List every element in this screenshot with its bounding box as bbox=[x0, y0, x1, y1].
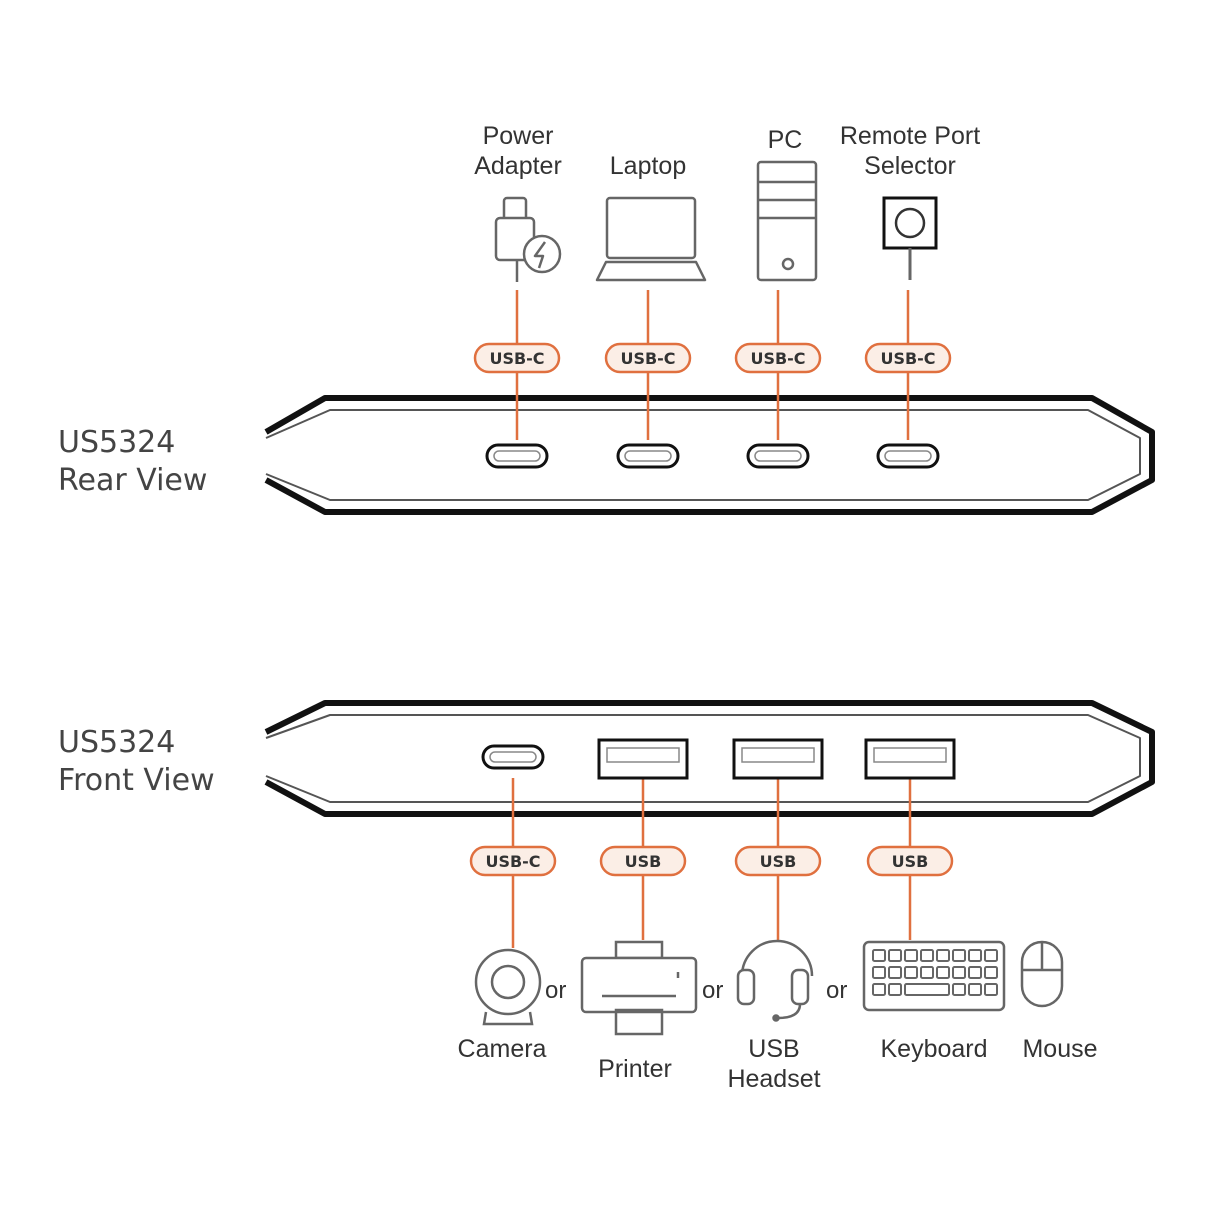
front-connector-badge-3-text: USB bbox=[760, 852, 797, 871]
front-model-label: US5324 bbox=[58, 725, 175, 760]
front-device-label-printer: Printer bbox=[598, 1055, 672, 1083]
keyboard-key bbox=[888, 983, 902, 996]
rear-device-label-4b: Selector bbox=[864, 152, 956, 180]
rear-device-label-1a: Power bbox=[483, 122, 554, 150]
front-device-label-headset-a: USB bbox=[748, 1035, 799, 1063]
front-connector-badge-1-text: USB-C bbox=[485, 852, 540, 871]
keyboard-key bbox=[936, 949, 950, 962]
rear-view: US5324 Rear View Power Adapter Laptop PC… bbox=[58, 122, 1155, 515]
rear-usb-c-port-inner-3 bbox=[754, 450, 802, 462]
rear-connector-badge-1-text: USB-C bbox=[489, 349, 544, 368]
keyboard-key bbox=[872, 949, 886, 962]
camera-icon bbox=[474, 948, 542, 1026]
front-view: US5324 Front View USB-C USB USB USB bbox=[58, 700, 1155, 1093]
front-usb-a-port-tongue-1 bbox=[606, 747, 680, 763]
rear-connectors: USB-C USB-C USB-C USB-C bbox=[473, 290, 952, 469]
front-usb-c-port bbox=[481, 744, 545, 770]
rear-usb-c-port-1 bbox=[485, 443, 549, 469]
headset-icon bbox=[736, 939, 814, 1022]
laptop-icon bbox=[595, 196, 707, 282]
rear-model-label: US5324 bbox=[58, 425, 175, 460]
keyboard-key bbox=[984, 983, 998, 996]
rear-connector-badge-2-text: USB-C bbox=[620, 349, 675, 368]
keyboard-key bbox=[952, 949, 966, 962]
rear-device-label-1b: Adapter bbox=[474, 152, 562, 180]
keyboard-icon bbox=[862, 940, 1006, 1012]
keyboard-key bbox=[872, 983, 886, 996]
front-device-inner-edge bbox=[265, 714, 1141, 803]
front-usb-a-port-3 bbox=[864, 738, 956, 780]
front-connector-badge-4: USB bbox=[866, 845, 954, 877]
rear-connector-badge-3-text: USB-C bbox=[750, 349, 805, 368]
front-connector-badge-3: USB bbox=[734, 845, 822, 877]
mouse-icon bbox=[1020, 940, 1064, 1008]
rear-connector-badge-1-outline bbox=[473, 342, 561, 374]
keyboard-key bbox=[968, 949, 982, 962]
rear-usb-c-port-inner-4 bbox=[884, 450, 932, 462]
power-adapter-icon bbox=[494, 196, 562, 282]
rear-device-body bbox=[264, 395, 1155, 515]
keyboard-key bbox=[968, 983, 982, 996]
or-separator-1: or bbox=[545, 977, 566, 1004]
keyboard-key bbox=[984, 949, 998, 962]
rear-connector-badge-3-outline bbox=[734, 342, 822, 374]
keyboard-key bbox=[888, 949, 902, 962]
front-device-label-headset-b: Headset bbox=[727, 1065, 820, 1093]
keyboard-key bbox=[984, 966, 998, 979]
keyboard-key bbox=[968, 966, 982, 979]
rear-device-label-4a: Remote Port bbox=[840, 122, 980, 150]
rear-connector-badge-2-outline bbox=[604, 342, 692, 374]
or-separator-3: or bbox=[826, 977, 847, 1004]
front-device-label-camera: Camera bbox=[458, 1035, 547, 1063]
keyboard-spacebar bbox=[904, 983, 950, 996]
front-device-label-keyboard: Keyboard bbox=[880, 1035, 987, 1063]
front-connector-badge-1-outline bbox=[469, 845, 557, 877]
front-connector-badge-4-outline bbox=[866, 845, 954, 877]
keyboard-key bbox=[952, 983, 966, 996]
front-connector-badge-1: USB-C bbox=[469, 845, 557, 877]
rear-device-label-3: PC bbox=[768, 126, 803, 154]
front-usb-c-port-inner bbox=[489, 751, 537, 763]
rear-connector-badge-1: USB-C bbox=[473, 342, 561, 374]
front-usb-a-port-1 bbox=[597, 738, 689, 780]
front-connectors: USB-C USB USB USB bbox=[469, 738, 956, 948]
keyboard-key bbox=[920, 949, 934, 962]
keyboard-key bbox=[936, 966, 950, 979]
front-device-label-mouse: Mouse bbox=[1022, 1035, 1097, 1063]
keyboard-key bbox=[920, 966, 934, 979]
rear-view-label: Rear View bbox=[58, 463, 207, 498]
remote-selector-icon bbox=[882, 196, 938, 280]
rear-usb-c-port-4 bbox=[876, 443, 940, 469]
rear-connector-badge-2: USB-C bbox=[604, 342, 692, 374]
pc-tower-icon bbox=[756, 160, 818, 282]
rear-connector-badge-3: USB-C bbox=[734, 342, 822, 374]
keyboard-key bbox=[952, 966, 966, 979]
front-connector-badge-4-text: USB bbox=[892, 852, 929, 871]
rear-usb-c-port-inner-2 bbox=[624, 450, 672, 462]
rear-connector-badge-4: USB-C bbox=[864, 342, 952, 374]
front-view-label: Front View bbox=[58, 763, 215, 798]
keyboard-key bbox=[904, 966, 918, 979]
rear-device-inner-edge bbox=[265, 409, 1141, 501]
front-usb-a-port-tongue-2 bbox=[741, 747, 815, 763]
rear-connector-badge-4-outline bbox=[864, 342, 952, 374]
front-usb-a-port-2 bbox=[732, 738, 824, 780]
front-connector-badge-2: USB bbox=[599, 845, 687, 877]
keyboard-key bbox=[872, 966, 886, 979]
keyboard-key bbox=[904, 949, 918, 962]
front-connector-badge-3-outline bbox=[734, 845, 822, 877]
front-connector-badge-2-outline bbox=[599, 845, 687, 877]
or-separator-2: or bbox=[702, 977, 723, 1004]
front-device-body bbox=[264, 700, 1155, 817]
rear-usb-c-port-inner-1 bbox=[493, 450, 541, 462]
rear-usb-c-port-2 bbox=[616, 443, 680, 469]
rear-usb-c-port-3 bbox=[746, 443, 810, 469]
keyboard-key bbox=[888, 966, 902, 979]
rear-connector-badge-4-text: USB-C bbox=[880, 349, 935, 368]
front-usb-a-port-tongue-3 bbox=[873, 747, 947, 763]
printer-icon bbox=[580, 940, 698, 1036]
rear-device-label-2: Laptop bbox=[610, 152, 686, 180]
front-connector-badge-2-text: USB bbox=[625, 852, 662, 871]
